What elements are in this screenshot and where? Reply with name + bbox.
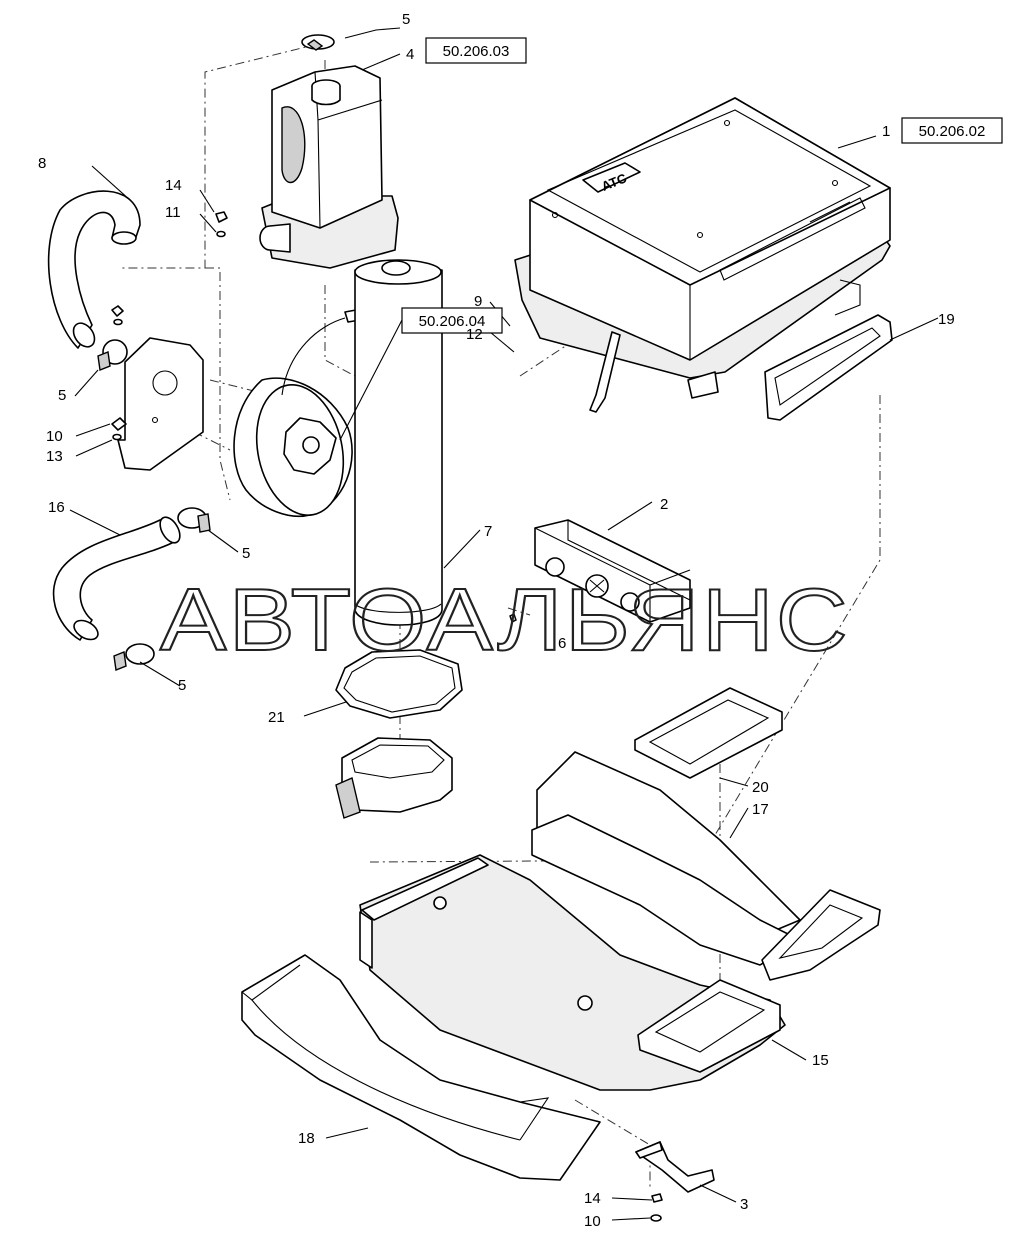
callout-10-bracket: 10 [46, 428, 63, 445]
callout-14-bottom: 14 [584, 1190, 601, 1207]
callout-4: 4 [406, 46, 414, 63]
callout-12: 12 [466, 326, 483, 343]
filter-housing [335, 737, 453, 819]
callout-6: 6 [558, 635, 566, 652]
bracket-3 [635, 1141, 715, 1222]
ref-code-expansion-tank: 50.206.03 [443, 43, 510, 60]
callout-14-tank: 14 [165, 177, 182, 194]
ref-code-heater-unit: 50.206.02 [919, 123, 986, 140]
blower [233, 309, 361, 517]
clamp-5-hose8 [97, 339, 128, 371]
callout-11: 11 [165, 204, 181, 221]
hardware-14-11 [215, 211, 228, 238]
callout-20: 20 [752, 779, 769, 796]
expansion-tank [259, 65, 399, 269]
hose-16 [52, 516, 181, 641]
clamp-5-hose16-lower [113, 643, 155, 671]
blower-bracket [111, 305, 204, 471]
ref-box-expansion-tank[interactable]: 50.206.03 [425, 37, 527, 64]
leader-lines [69, 27, 939, 1221]
gasket-20 [634, 687, 783, 779]
callout-8: 8 [38, 155, 46, 172]
callout-13: 13 [46, 448, 63, 465]
callout-5-tank-clamp: 5 [402, 11, 410, 28]
watermark: АВТОАЛЬЯНС [160, 570, 850, 669]
ref-code-blower: 50.206.04 [419, 313, 486, 330]
clamp-5-tank [301, 34, 335, 51]
callout-5-hose16-lower: 5 [178, 677, 186, 694]
callout-2: 2 [660, 496, 668, 513]
callout-7: 7 [484, 523, 492, 540]
callout-5-hose8-clamp: 5 [58, 387, 66, 404]
gasket-19 [764, 314, 893, 421]
heater-unit: ATC [514, 97, 891, 413]
callout-10-bottom: 10 [584, 1213, 601, 1230]
ref-box-blower[interactable]: 50.206.04 [401, 307, 503, 334]
callout-17: 17 [752, 801, 769, 818]
callout-16: 16 [48, 499, 65, 516]
callout-1: 1 [882, 123, 890, 140]
seal-21 [335, 649, 463, 719]
callout-21: 21 [268, 709, 285, 726]
callout-3: 3 [740, 1196, 748, 1213]
clamp-5-hose16-upper [177, 507, 211, 533]
duct-15 [359, 854, 881, 1091]
control-panel [509, 519, 691, 623]
callout-19: 19 [938, 311, 955, 328]
filter-7 [354, 259, 443, 626]
ref-box-heater-unit[interactable]: 50.206.02 [901, 117, 1003, 144]
callout-15: 15 [812, 1052, 829, 1069]
callout-18: 18 [298, 1130, 315, 1147]
callout-labels: 5 4 1 8 14 11 9 12 19 5 10 13 16 7 2 5 6… [38, 11, 955, 1230]
callout-5-hose16-upper: 5 [242, 545, 250, 562]
hose-8 [47, 190, 141, 349]
callout-9: 9 [474, 293, 482, 310]
duct-18 [241, 954, 601, 1181]
